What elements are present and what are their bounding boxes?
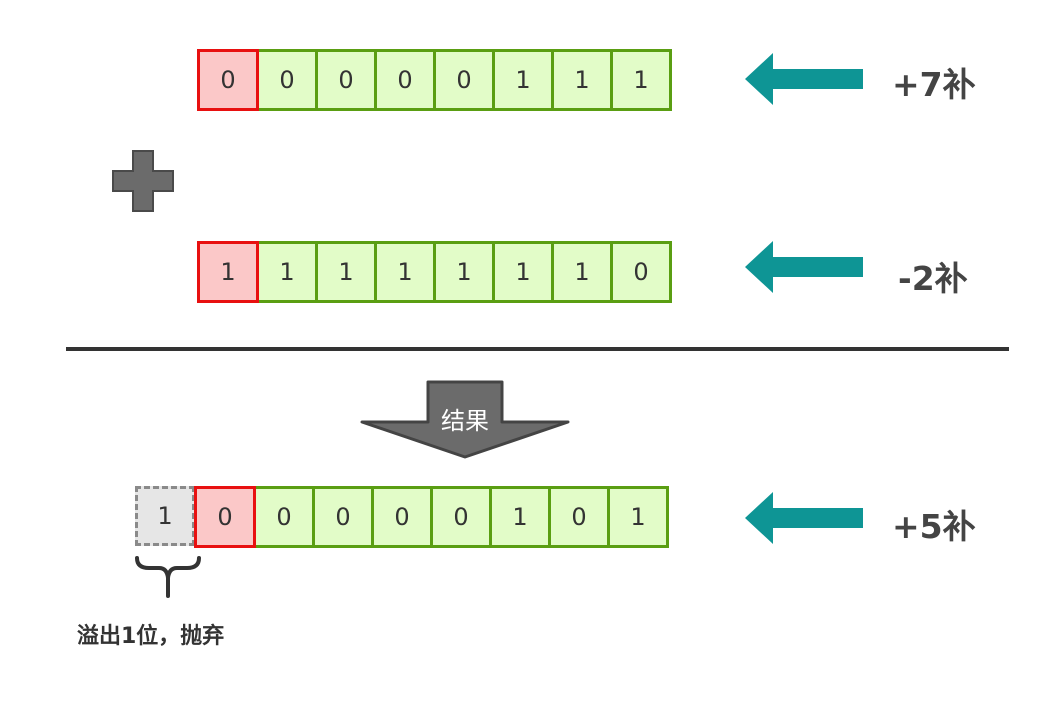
- bit-cell: 0: [374, 49, 436, 111]
- bit-cell: 1: [492, 241, 554, 303]
- bit-cell: 0: [430, 486, 492, 548]
- bit-cell: 0: [433, 49, 495, 111]
- row-label: -2补: [898, 259, 968, 298]
- bit-cell: 1: [433, 241, 495, 303]
- left-arrow-icon: [745, 492, 863, 544]
- bit-cell: 0: [315, 49, 377, 111]
- bit-cell: 0: [548, 486, 610, 548]
- bit-cell: 0: [312, 486, 374, 548]
- bit-cell: 0: [371, 486, 433, 548]
- row-label: +5补: [892, 507, 976, 546]
- plus-icon: [112, 150, 174, 212]
- bit-cell: 1: [551, 49, 613, 111]
- row-minus2: 1 1 1 1 1 1 1 0: [197, 241, 672, 303]
- sign-bit: 0: [197, 49, 259, 111]
- sum-divider: [66, 347, 1009, 351]
- bit-cell: 1: [607, 486, 669, 548]
- row-plus7: 0 0 0 0 0 1 1 1: [197, 49, 672, 111]
- bit-cell: 1: [256, 241, 318, 303]
- row-label: +7补: [892, 65, 976, 104]
- bit-cell: 1: [492, 49, 554, 111]
- overflow-note: 溢出1位，抛弃: [77, 624, 225, 649]
- bit-cell: 1: [489, 486, 551, 548]
- bit-cell: 1: [374, 241, 436, 303]
- bit-cell: 0: [253, 486, 315, 548]
- bit-cell: 1: [551, 241, 613, 303]
- left-arrow-icon: [745, 241, 863, 293]
- bit-cell: 1: [315, 241, 377, 303]
- sign-bit: 0: [194, 486, 256, 548]
- overflow-brace-icon: [135, 556, 201, 598]
- sign-bit: 1: [197, 241, 259, 303]
- bit-cell: 0: [256, 49, 318, 111]
- left-arrow-icon: [745, 53, 863, 105]
- row-plus5-result: 1 0 0 0 0 0 1 0 1: [135, 486, 669, 548]
- overflow-bit: 1: [135, 486, 195, 546]
- result-down-arrow-icon: [360, 380, 570, 459]
- result-label: 结果: [441, 407, 489, 435]
- bit-cell: 1: [610, 49, 672, 111]
- bit-cell: 0: [610, 241, 672, 303]
